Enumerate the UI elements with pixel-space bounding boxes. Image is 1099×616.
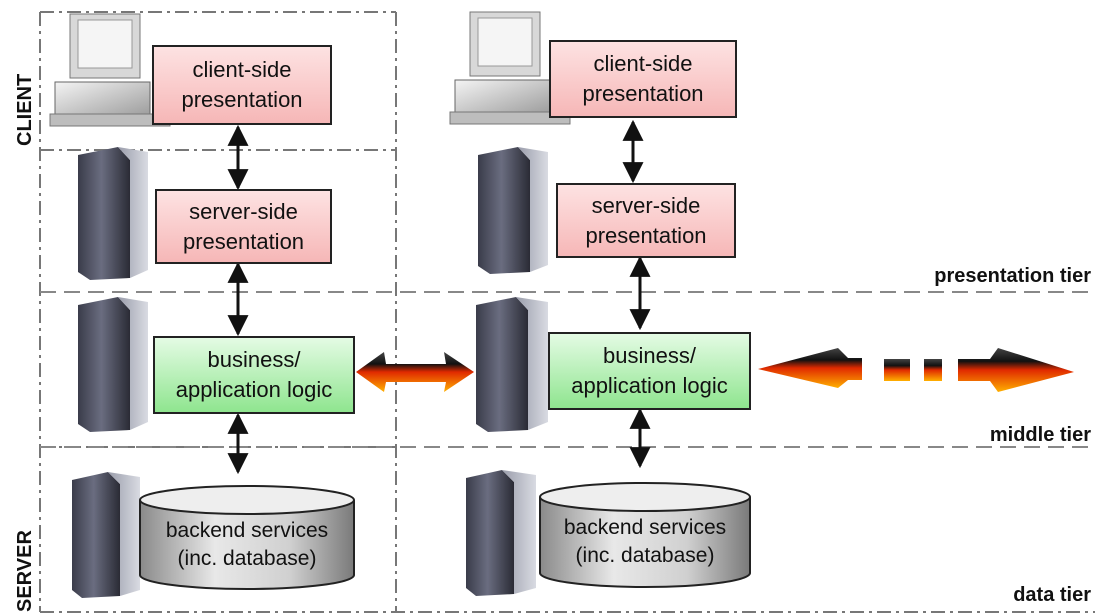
backend-line: backend services [165,519,329,542]
left-client-presentation-box: client-side presentation [152,45,332,125]
box-line: client-side [192,57,292,82]
server-tower-icon [72,472,140,598]
desktop-computer-icon [49,13,171,127]
backend-line: backend services [563,516,727,539]
box-line: server-side [591,192,701,218]
extending-arrow-icon [758,348,1074,392]
box-line: presentation [585,222,707,248]
box-line: presentation [181,87,303,112]
desktop-computer-icon [449,11,571,125]
double-arrow-icon [356,352,474,392]
database-cylinder [539,482,751,588]
data-tier-label: data tier [1013,584,1091,606]
box-line: client-side [593,51,693,76]
box-line: presentation [582,81,704,106]
presentation-tier-label: presentation tier [934,265,1091,287]
middle-tier-label: middle tier [989,424,1091,446]
client-side-label: CLIENT [14,73,36,146]
right-backend-label: backend services (inc. database) [540,514,750,570]
box-line: business/ [603,343,696,368]
backend-line: (inc. database) [575,544,715,567]
right-business-logic-box: business/ application logic [548,332,751,410]
left-backend-label: backend services (inc. database) [140,517,354,573]
server-tower-icon [78,297,148,432]
tier-separators [40,291,1095,448]
right-server-presentation-box: server-side presentation [556,183,736,258]
server-tower-icon [476,297,548,432]
box-line: presentation [182,228,305,254]
server-tower-icon [478,147,548,274]
box-line: application logic [175,377,333,402]
box-line: business/ [207,347,301,372]
database-cylinder [139,485,355,590]
right-client-presentation-box: client-side presentation [549,40,737,118]
backend-line: (inc. database) [177,547,317,570]
box-line: application logic [571,373,728,398]
server-tower-icon [466,470,536,596]
server-tower-icon [78,147,148,280]
left-business-logic-box: business/ application logic [153,336,355,414]
vertical-arrows [227,119,651,475]
box-line: server-side [189,198,298,224]
left-server-presentation-box: server-side presentation [155,189,332,264]
server-side-label: SERVER [14,530,36,612]
